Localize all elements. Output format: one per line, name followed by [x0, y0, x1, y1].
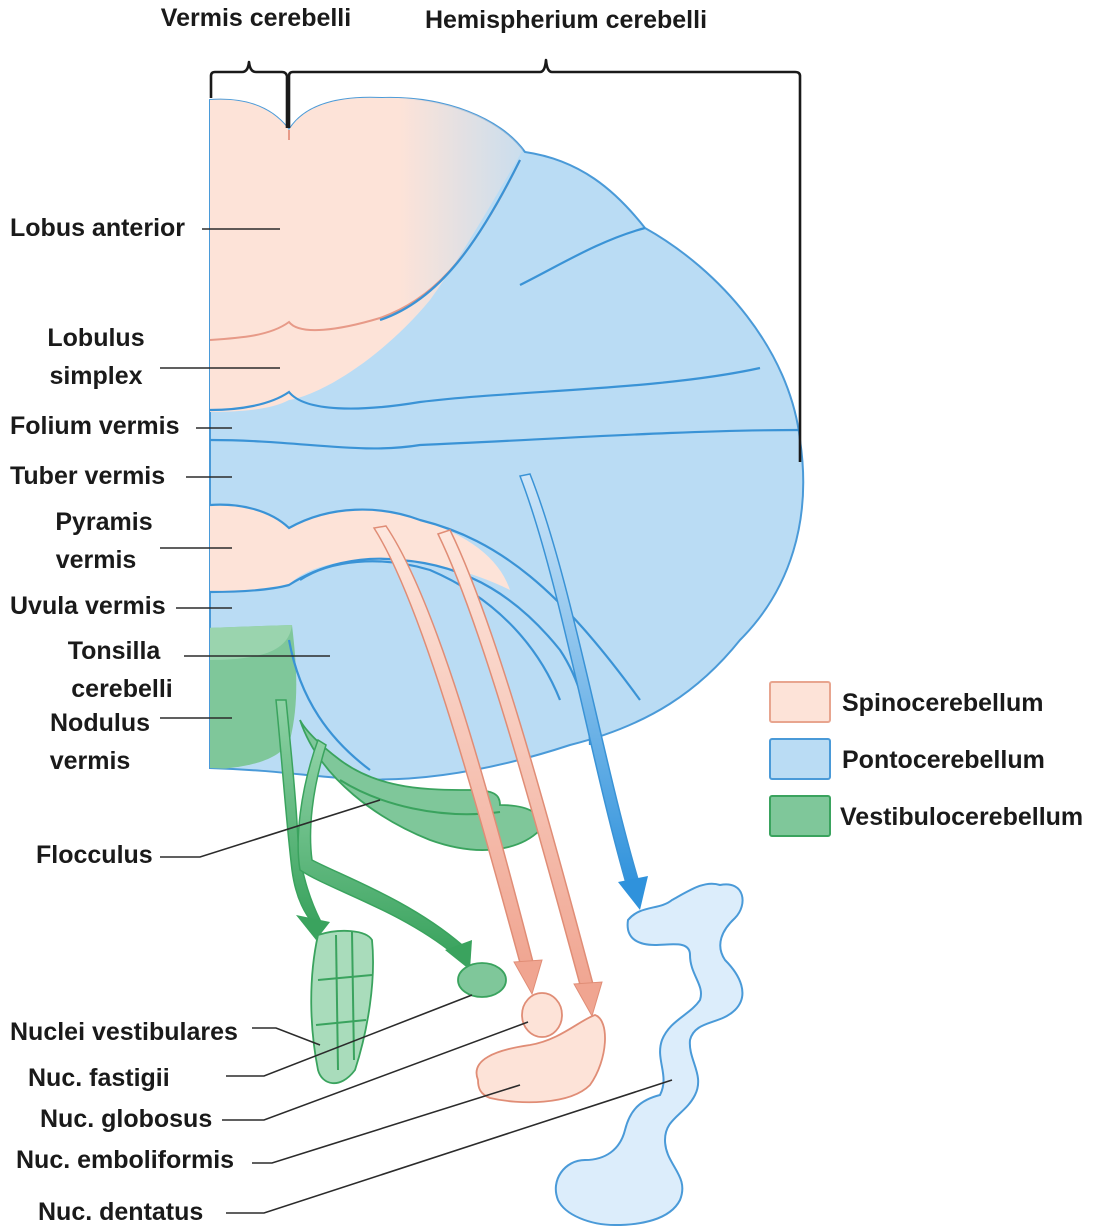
pink-arrowhead-2	[574, 982, 602, 1016]
legend-swatch-pontocerebellum	[770, 739, 830, 779]
legend-label-vestibulocerebellum: Vestibulocerebellum	[840, 803, 1083, 831]
label-nodulus-line1: Nodulus	[50, 709, 150, 737]
label-nuc-globosus: Nuc. globosus	[40, 1105, 212, 1133]
label-pyramis-line1: Pyramis	[55, 508, 152, 536]
pink-arrowhead-1	[514, 960, 542, 994]
nuc-globosus-shape	[522, 993, 562, 1037]
nuclei-vestibulares-shape	[311, 931, 373, 1083]
label-tonsilla-line1: Tonsilla	[68, 637, 162, 665]
legend-swatch-vestibulocerebellum	[770, 796, 830, 836]
legend: Spinocerebellum Pontocerebellum Vestibul…	[770, 682, 1083, 836]
hemisphere-header: Hemispherium cerebelli	[425, 6, 707, 34]
label-nodulus-line2: vermis	[50, 747, 131, 775]
label-uvula-vermis: Uvula vermis	[10, 592, 166, 620]
blue-arrowhead	[618, 876, 648, 910]
label-tonsilla-line2: cerebelli	[71, 675, 172, 703]
label-folium-vermis: Folium vermis	[10, 412, 180, 440]
label-lobulus-simplex-line1: Lobulus	[47, 324, 144, 352]
label-nuc-dentatus: Nuc. dentatus	[38, 1198, 203, 1226]
label-tuber-vermis: Tuber vermis	[10, 462, 165, 490]
legend-swatch-spinocerebellum	[770, 682, 830, 722]
label-nuclei-vestibulares: Nuclei vestibulares	[10, 1018, 238, 1046]
label-nuc-fastigii: Nuc. fastigii	[28, 1064, 170, 1092]
legend-label-spinocerebellum: Spinocerebellum	[842, 689, 1043, 717]
label-pyramis-line2: vermis	[56, 546, 137, 574]
vermis-header: Vermis cerebelli	[161, 4, 351, 32]
nuc-fastigii-shape	[458, 963, 506, 997]
label-lobus-anterior: Lobus anterior	[10, 214, 185, 242]
label-nuc-emboliformis: Nuc. emboliformis	[16, 1146, 234, 1174]
label-flocculus: Flocculus	[36, 841, 153, 869]
label-lobulus-simplex-line2: simplex	[49, 362, 142, 390]
legend-label-pontocerebellum: Pontocerebellum	[842, 746, 1045, 774]
